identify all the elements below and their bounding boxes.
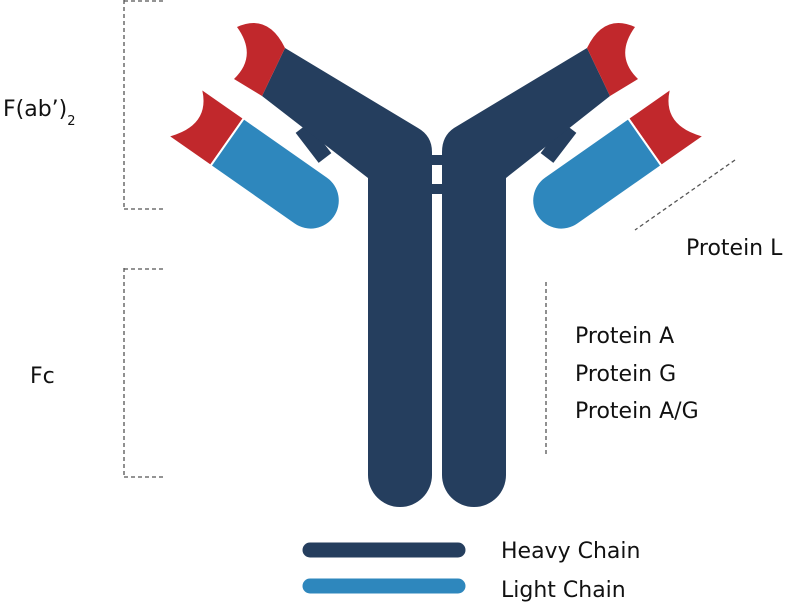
legend-heavy-chain-label: Heavy Chain xyxy=(501,539,640,564)
right-heavy-constant-region xyxy=(442,48,610,507)
right-light-domain-divider xyxy=(627,117,663,167)
protein-ag-label: Protein A/G xyxy=(575,399,699,424)
left-light-variable-domain xyxy=(170,90,243,165)
right-heavy-chain xyxy=(442,23,638,507)
fab2-label-subscript: 2 xyxy=(67,114,75,129)
protein-g-label: Protein G xyxy=(575,362,676,387)
right-heavy-variable-domain xyxy=(587,23,638,96)
right-light-heavy-link xyxy=(540,123,577,163)
hinge-disulfide-bridge-lower xyxy=(430,184,444,194)
left-light-constant-domain xyxy=(211,119,339,229)
hinge-disulfide-bridge-upper xyxy=(430,155,444,165)
right-light-variable-domain xyxy=(629,90,702,165)
left-light-domain-divider xyxy=(209,117,245,167)
protein-l-dashed-marker xyxy=(634,159,736,231)
legend: Heavy Chain Light Chain xyxy=(302,539,640,603)
protein-a-label: Protein A xyxy=(575,324,674,349)
antibody xyxy=(170,23,702,507)
fc-label: Fc xyxy=(30,364,55,389)
left-light-chain xyxy=(170,90,339,229)
left-heavy-variable-domain xyxy=(234,23,285,96)
left-heavy-chain xyxy=(234,23,432,507)
legend-light-chain-label: Light Chain xyxy=(501,578,626,603)
left-light-heavy-link xyxy=(295,123,332,163)
fab2-label-text: F(ab’) xyxy=(3,97,67,122)
fab2-bracket xyxy=(123,0,164,210)
right-light-constant-domain xyxy=(533,119,661,229)
fab2-label: F(ab’)2 xyxy=(3,97,76,129)
left-heavy-constant-region xyxy=(262,48,432,507)
fc-bracket xyxy=(123,268,164,478)
right-light-chain xyxy=(533,90,702,229)
protein-l-label: Protein L xyxy=(686,236,783,261)
